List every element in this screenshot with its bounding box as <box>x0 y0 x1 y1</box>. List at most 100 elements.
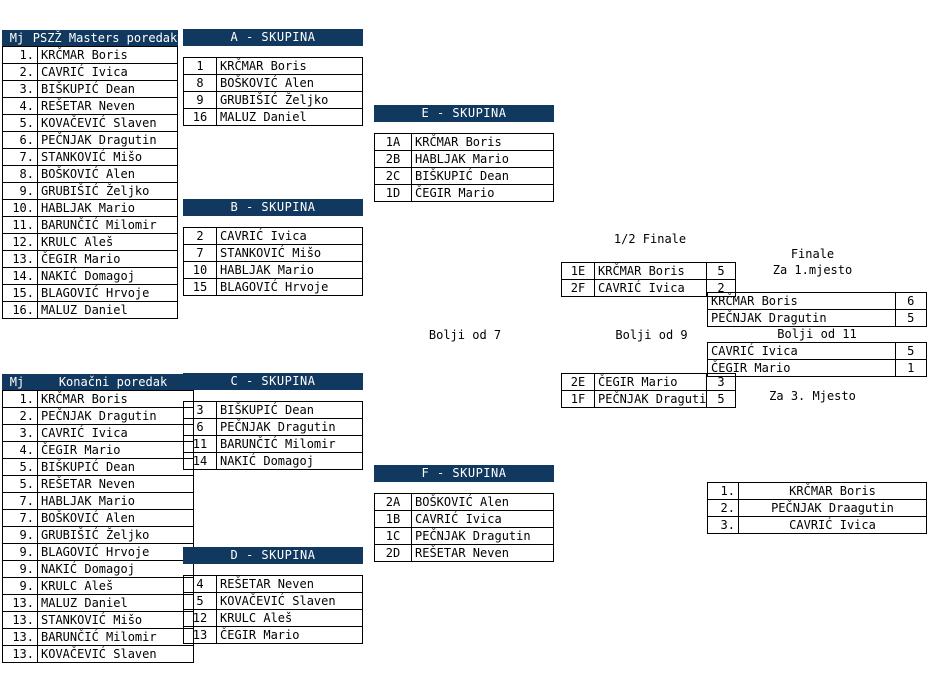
rank-cell: 4. <box>2 97 38 115</box>
table-row: 9. KRULC Aleš <box>2 577 194 595</box>
table-row: 10. HABLJAK Mario <box>2 199 178 217</box>
rank-cell: 3. <box>2 80 38 98</box>
semifinal-2-body: 2E ČEGIR Mario 3 1F PEČNJAK Dragutin 5 <box>561 373 736 408</box>
name-cell: REŠETAR Neven <box>37 97 178 115</box>
name-cell: MALUZ Daniel <box>216 108 363 126</box>
name-cell: CAVRIĆ Ivica <box>594 279 707 297</box>
name-cell: PEČNJAK Dragutin <box>411 527 554 545</box>
name-cell: STANKOVIĆ Mišo <box>37 611 194 629</box>
name-cell: KRČMAR Boris <box>707 292 896 310</box>
rank-cell: 13. <box>2 645 38 663</box>
bronze-match-table: CAVRIĆ Ivica 5 ČEGIR Mario 1 <box>707 342 928 377</box>
group-b-body: 2 CAVRIĆ Ivica 7 STANKOVIĆ Mišo 10 HABLJ… <box>183 227 363 296</box>
bolji-od-9-label: Bolji od 9 <box>615 328 688 342</box>
rank-cell: 13. <box>2 611 38 629</box>
group-c-table: 3 BIŠKUPIĆ Dean 6 PEČNJAK Dragutin 11 BA… <box>183 401 363 470</box>
table-row: ČEGIR Mario 1 <box>707 359 928 377</box>
name-cell: CAVRIĆ Ivica <box>738 516 927 534</box>
name-cell: BARUNČIĆ Milomir <box>216 435 363 453</box>
name-cell: ČEGIR Mario <box>216 626 363 644</box>
bronze-match-body: CAVRIĆ Ivica 5 ČEGIR Mario 1 <box>707 342 928 377</box>
table-row: 1B CAVRIĆ Ivica <box>374 510 554 528</box>
rank-cell: 13. <box>2 594 38 612</box>
rank-cell: 11. <box>2 216 38 234</box>
rank-cell: 2. <box>707 499 739 517</box>
table-row: 1E KRČMAR Boris 5 <box>561 262 736 280</box>
table-row: 14 NAKIĆ Domagoj <box>183 452 363 470</box>
seed-cell: 10 <box>183 261 217 279</box>
name-cell: ČEGIR Mario <box>707 359 896 377</box>
group-d-body: 4 REŠETAR Neven 5 KOVAČEVIĆ Slaven 12 KR… <box>183 575 363 644</box>
table-row: 3. BIŠKUPIĆ Dean <box>2 80 178 98</box>
table-row: 9. GRUBIŠIĆ Željko <box>2 182 178 200</box>
group-a-spacer <box>183 46 363 57</box>
table-row: 7. HABLJAK Mario <box>2 492 194 510</box>
podium-table: 1. KRČMAR Boris 2. PEČNJAK Draagutin 3. … <box>707 482 927 534</box>
rank-cell: 9. <box>2 182 38 200</box>
name-cell: BOŠKOVIĆ Alen <box>37 509 194 527</box>
group-d-spacer <box>183 564 363 575</box>
group-b-title: B - SKUPINA <box>183 199 363 216</box>
rank-cell: 5. <box>2 475 38 493</box>
rank-cell: 1. <box>707 482 739 500</box>
rank-cell: 7. <box>2 148 38 166</box>
seed-cell: 16 <box>183 108 217 126</box>
name-cell: MALUZ Daniel <box>37 594 194 612</box>
seed-cell: 2E <box>561 373 595 391</box>
group-d-table: 4 REŠETAR Neven 5 KOVAČEVIĆ Slaven 12 KR… <box>183 575 363 644</box>
group-e-spacer <box>374 122 554 133</box>
table-row: 12 KRULC Aleš <box>183 609 363 627</box>
table-row: 3. CAVRIĆ Ivica <box>707 516 927 534</box>
group-f-spacer <box>374 482 554 493</box>
name-cell: REŠETAR Neven <box>411 544 554 562</box>
table-row: 9. NAKIĆ Domagoj <box>2 560 194 578</box>
name-cell: BOŠKOVIĆ Alen <box>216 74 363 92</box>
za-3-mjesto-label: Za 3. Mjesto <box>769 389 856 403</box>
seed-cell: 8 <box>183 74 217 92</box>
table-row: PEČNJAK Dragutin 5 <box>707 309 928 327</box>
name-cell: ČEGIR Mario <box>411 184 554 202</box>
gold-match-body: KRČMAR Boris 6 PEČNJAK Dragutin 5 <box>707 292 928 327</box>
table-row: 12. KRULC Aleš <box>2 233 178 251</box>
final-ranking-header-title: Konačni poredak <box>58 375 168 389</box>
table-row: 2D REŠETAR Neven <box>374 544 554 562</box>
final-ranking-panel: Mj Konačni poredak 1. KRČMAR Boris 2. PE… <box>2 374 194 663</box>
table-row: 5. REŠETAR Neven <box>2 475 194 493</box>
table-row: 6 PEČNJAK Dragutin <box>183 418 363 436</box>
table-row: 8 BOŠKOVIĆ Alen <box>183 74 363 92</box>
name-cell: BOŠKOVIĆ Alen <box>37 165 178 183</box>
table-row: 10 HABLJAK Mario <box>183 261 363 279</box>
rank-cell: 14. <box>2 267 38 285</box>
masters-ranking-header: Mj PSZŽ Masters poredak <box>2 30 178 46</box>
seed-cell: 6 <box>183 418 217 436</box>
table-row: 8. BOŠKOVIĆ Alen <box>2 165 178 183</box>
seed-cell: 2D <box>374 544 412 562</box>
semifinal-match-2: 2E ČEGIR Mario 3 1F PEČNJAK Dragutin 5 <box>561 373 736 408</box>
name-cell: ČEGIR Mario <box>594 373 707 391</box>
table-row: 15 BLAGOVIĆ Hrvoje <box>183 278 363 296</box>
rank-cell: 8. <box>2 165 38 183</box>
final-ranking-header-mj: Mj <box>9 375 25 389</box>
table-row: CAVRIĆ Ivica 5 <box>707 342 928 360</box>
seed-cell: 9 <box>183 91 217 109</box>
seed-cell: 13 <box>183 626 217 644</box>
name-cell: MALUZ Daniel <box>37 301 178 319</box>
seed-cell: 12 <box>183 609 217 627</box>
name-cell: KRČMAR Boris <box>738 482 927 500</box>
seed-cell: 3 <box>183 401 217 419</box>
group-f-table: 2A BOŠKOVIĆ Alen 1B CAVRIĆ Ivica 1C PEČN… <box>374 493 554 562</box>
table-row: 14. NAKIĆ Domagoj <box>2 267 178 285</box>
name-cell: REŠETAR Neven <box>37 475 194 493</box>
table-row: 9 GRUBIŠIĆ Željko <box>183 91 363 109</box>
group-c-spacer <box>183 390 363 401</box>
rank-cell: 4. <box>2 441 38 459</box>
score-cell: 5 <box>706 390 736 408</box>
seed-cell: 1B <box>374 510 412 528</box>
group-e-panel: E - SKUPINA 1A KRČMAR Boris 2B HABLJAK M… <box>374 105 554 202</box>
name-cell: BARUNČIĆ Milomir <box>37 216 178 234</box>
name-cell: KRULC Aleš <box>37 577 194 595</box>
table-row: 13. ČEGIR Mario <box>2 250 178 268</box>
table-row: 2B HABLJAK Mario <box>374 150 554 168</box>
rank-cell: 6. <box>2 131 38 149</box>
table-row: 3. CAVRIĆ Ivica <box>2 424 194 442</box>
